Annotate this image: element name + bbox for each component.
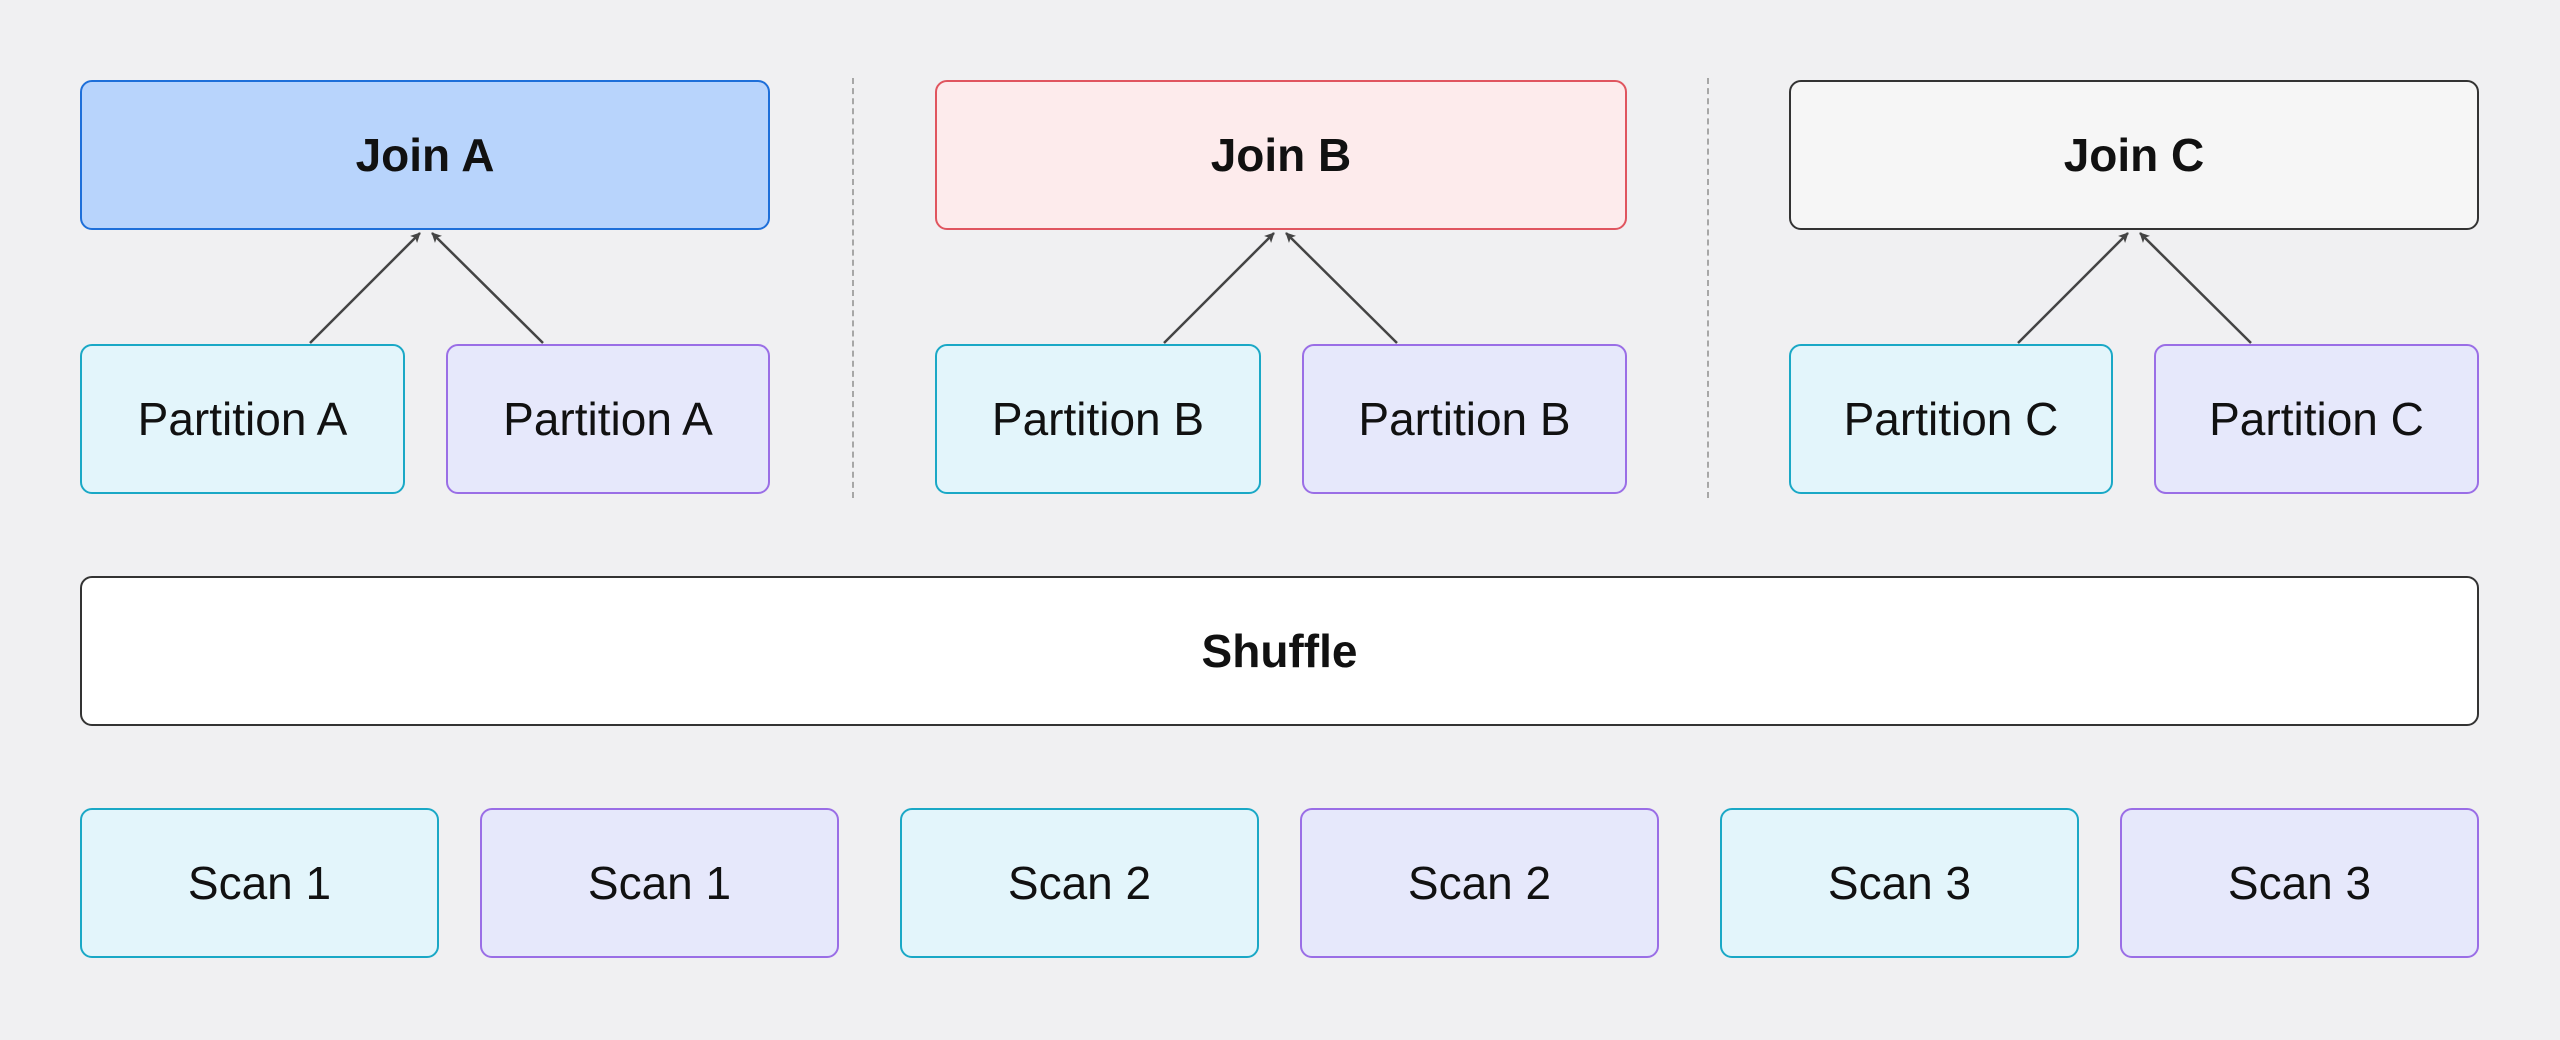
scan-box: Scan 3: [1720, 808, 2079, 958]
group-divider: [1707, 78, 1709, 498]
partition-box: Partition C: [1789, 344, 2113, 494]
group-divider: [852, 78, 854, 498]
scan-box: Scan 1: [80, 808, 439, 958]
scan-box: Scan 1: [480, 808, 839, 958]
arrow-partition-to-join-c: [2017, 232, 2129, 344]
scan-box: Scan 2: [1300, 808, 1659, 958]
partition-box: Partition B: [935, 344, 1261, 494]
partition-box: Partition A: [80, 344, 405, 494]
arrow-partition-to-join-c: [2139, 232, 2252, 344]
shuffle-box: Shuffle: [80, 576, 2479, 726]
scan-box: Scan 2: [900, 808, 1259, 958]
arrow-partition-to-join-a: [309, 232, 421, 344]
arrow-partition-to-join-a: [431, 232, 544, 344]
partition-box: Partition C: [2154, 344, 2479, 494]
arrow-partition-to-join-b: [1163, 232, 1275, 344]
scan-box: Scan 3: [2120, 808, 2479, 958]
join-b-box: Join B: [935, 80, 1627, 230]
partition-box: Partition A: [446, 344, 770, 494]
join-c-box: Join C: [1789, 80, 2479, 230]
arrow-partition-to-join-b: [1285, 232, 1398, 344]
join-a-box: Join A: [80, 80, 770, 230]
partition-box: Partition B: [1302, 344, 1627, 494]
